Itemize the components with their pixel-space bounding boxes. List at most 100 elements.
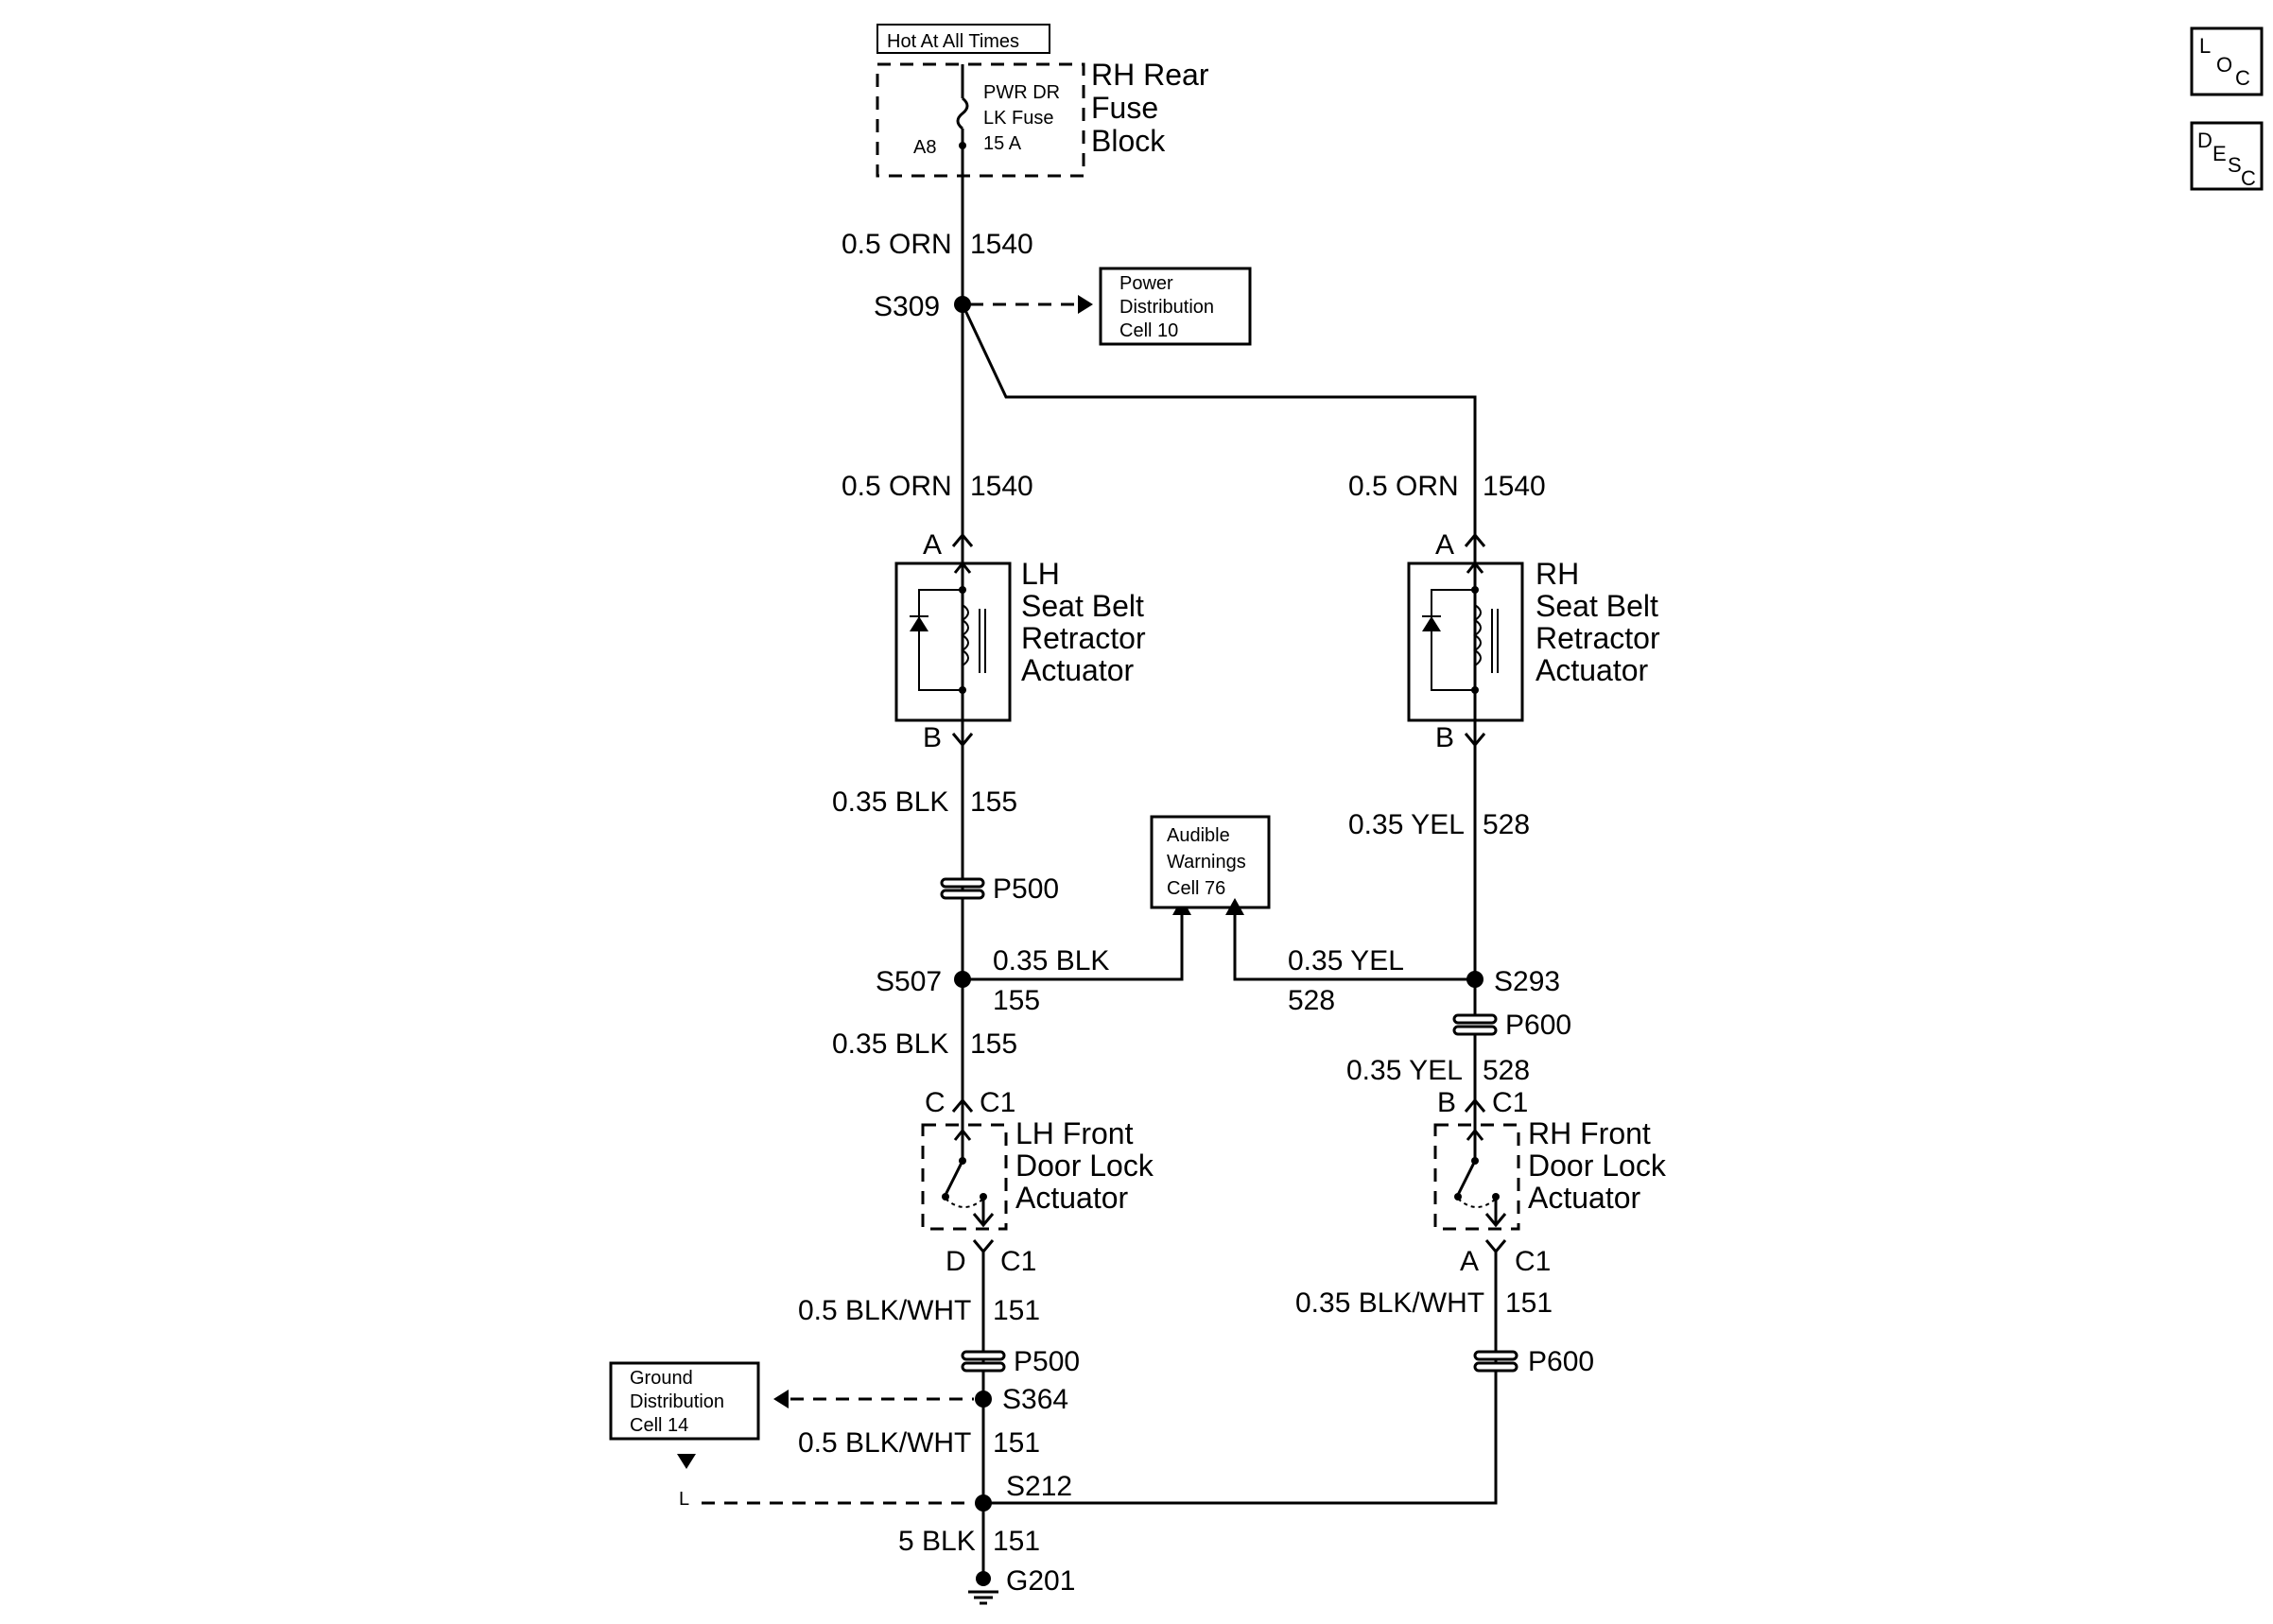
- svg-text:E: E: [2212, 142, 2227, 165]
- ground-dist-line-3: Cell 14: [630, 1415, 688, 1436]
- rh-ground-wire: [983, 1252, 1498, 1505]
- lh-lock-pin-out-conn: C1: [1000, 1246, 1036, 1277]
- arrow-up-icon: [1225, 898, 1244, 915]
- fuse-block-line-3: Block: [1091, 124, 1166, 158]
- ground-dist-line-1: Ground: [630, 1368, 693, 1389]
- lh-retractor-line-2: Seat Belt: [1021, 589, 1144, 623]
- rh-rear-fuse-block-outline: [876, 62, 1085, 178]
- lh-switch-out-circuit: 151: [993, 1295, 1040, 1326]
- p600-upper-connector: [1452, 1013, 1498, 1036]
- feed-top-gauge: 0.5 ORN: [842, 229, 952, 260]
- rh-retractor-line-3: Retractor: [1536, 621, 1660, 655]
- splice-s507-label: S507: [876, 966, 942, 997]
- splice-s364-label: S364: [1002, 1384, 1068, 1415]
- lh-lock-pin-in-conn: C1: [980, 1087, 1015, 1118]
- rh-ret-pin-a: A: [1435, 529, 1454, 561]
- svg-text:D: D: [2197, 129, 2212, 152]
- ground-icon: [968, 1571, 998, 1605]
- lh-retractor-line-1: LH: [1021, 557, 1060, 591]
- l-marker-label: L: [679, 1489, 689, 1510]
- power-dist-line-3: Cell 10: [1119, 320, 1178, 341]
- rh-out-circuit: 528: [1483, 809, 1530, 840]
- svg-text:C: C: [2241, 166, 2256, 190]
- fuse-block-line-1: RH Rear: [1091, 58, 1209, 92]
- lh-front-door-lock-actuator: C C1 D C1: [921, 1087, 1036, 1277]
- rh-branch-circuit: 528: [1288, 985, 1335, 1016]
- rh-retractor-line-2: Seat Belt: [1536, 589, 1658, 623]
- rh-branch-gauge: 0.35 YEL: [1288, 945, 1404, 976]
- lh-switch-in-gauge: 0.35 BLK: [832, 1028, 948, 1060]
- splice-s293-label: S293: [1494, 966, 1560, 997]
- rh-switch-in-gauge: 0.35 YEL: [1346, 1055, 1463, 1086]
- rh-retractor-line-4: Actuator: [1536, 653, 1649, 687]
- svg-text:L: L: [2199, 34, 2211, 58]
- ground-branch-circuit: 151: [993, 1427, 1040, 1459]
- lh-retractor-line-4: Actuator: [1021, 653, 1135, 687]
- ground-circuit: 151: [993, 1526, 1040, 1557]
- arrow-down-icon: [677, 1454, 696, 1469]
- lh-audible-branch-wire: [963, 913, 1184, 981]
- audible-warnings-ref-box: [1150, 815, 1271, 909]
- p500-lower-label: P500: [1014, 1346, 1080, 1377]
- power-dist-line-2: Distribution: [1119, 297, 1214, 318]
- fuse-name: PWR DR: [983, 82, 1060, 103]
- audible-line-3: Cell 76: [1167, 878, 1225, 899]
- power-distribution-ref-box: [1099, 267, 1252, 346]
- rh-lock-line-3: Actuator: [1528, 1181, 1641, 1215]
- p500-lower-connector: [961, 1350, 1006, 1373]
- rh-ret-pin-b: B: [1435, 722, 1454, 753]
- lh-ret-pin-a: A: [923, 529, 942, 561]
- ground-gauge: 5 BLK: [898, 1526, 976, 1557]
- rh-lock-line-1: RH Front: [1528, 1116, 1651, 1150]
- lh-switch-in-circuit: 155: [970, 1028, 1017, 1060]
- ground-distribution-ref-box: [609, 1361, 760, 1441]
- lh-switch-out-gauge: 0.5 BLK/WHT: [798, 1295, 971, 1326]
- splice-s364: [975, 1391, 992, 1408]
- arrow-left-icon: [773, 1390, 789, 1408]
- feed-top-circuit: 1540: [970, 229, 1033, 260]
- p600-upper-label: P600: [1505, 1010, 1571, 1041]
- lh-out-circuit: 155: [970, 786, 1017, 818]
- splice-s309-label: S309: [874, 291, 940, 322]
- rh-out-gauge: 0.35 YEL: [1348, 809, 1465, 840]
- lh-ret-pin-b: B: [923, 722, 942, 753]
- fuse-name-2: LK Fuse: [983, 108, 1053, 129]
- lh-feed-gauge: 0.5 ORN: [842, 471, 952, 502]
- fuse-block-line-2: Fuse: [1091, 91, 1158, 125]
- lh-branch-circuit: 155: [993, 985, 1040, 1016]
- svg-text:S: S: [2228, 153, 2242, 177]
- rh-front-door-lock-actuator: B C1 A C1: [1433, 1087, 1551, 1277]
- lh-lock-line-2: Door Lock: [1015, 1149, 1154, 1183]
- lh-seat-belt-retractor-actuator: A B: [894, 527, 1012, 753]
- description-view-icon[interactable]: D E S C: [2190, 121, 2264, 191]
- svg-text:C: C: [2235, 66, 2250, 90]
- splice-s212-label: S212: [1006, 1471, 1072, 1502]
- lh-lock-line-3: Actuator: [1015, 1181, 1129, 1215]
- location-view-icon[interactable]: L O C: [2190, 26, 2264, 96]
- p600-lower-label: P600: [1528, 1346, 1594, 1377]
- fuse-cavity: A8: [913, 137, 936, 158]
- ground-branch-gauge: 0.5 BLK/WHT: [798, 1427, 971, 1459]
- rh-retractor-line-1: RH: [1536, 557, 1579, 591]
- audible-line-1: Audible: [1167, 825, 1230, 846]
- ground-g201-label: G201: [1006, 1565, 1075, 1597]
- rh-switch-in-circuit: 528: [1483, 1055, 1530, 1086]
- p600-lower-connector: [1473, 1350, 1518, 1373]
- rh-audible-branch-wire: [1233, 913, 1475, 981]
- rh-lock-pin-in-conn: C1: [1492, 1087, 1528, 1118]
- fuse-icon: [956, 64, 969, 149]
- rh-lock-pin-in: B: [1437, 1087, 1456, 1118]
- p500-upper-label: P500: [993, 873, 1059, 905]
- audible-line-2: Warnings: [1167, 852, 1246, 872]
- lh-lock-pin-out: D: [946, 1246, 966, 1277]
- ground-dist-line-2: Distribution: [630, 1391, 724, 1412]
- lh-branch-gauge: 0.35 BLK: [993, 945, 1109, 976]
- rh-lock-pin-out: A: [1460, 1246, 1479, 1277]
- hot-at-all-times-box: [876, 24, 1050, 54]
- fuse-rating: 15 A: [983, 133, 1022, 154]
- rh-switch-out-gauge: 0.35 BLK/WHT: [1295, 1287, 1484, 1319]
- lh-lock-line-1: LH Front: [1015, 1116, 1134, 1150]
- lh-out-gauge: 0.35 BLK: [832, 786, 948, 818]
- arrow-right-icon: [1078, 295, 1093, 314]
